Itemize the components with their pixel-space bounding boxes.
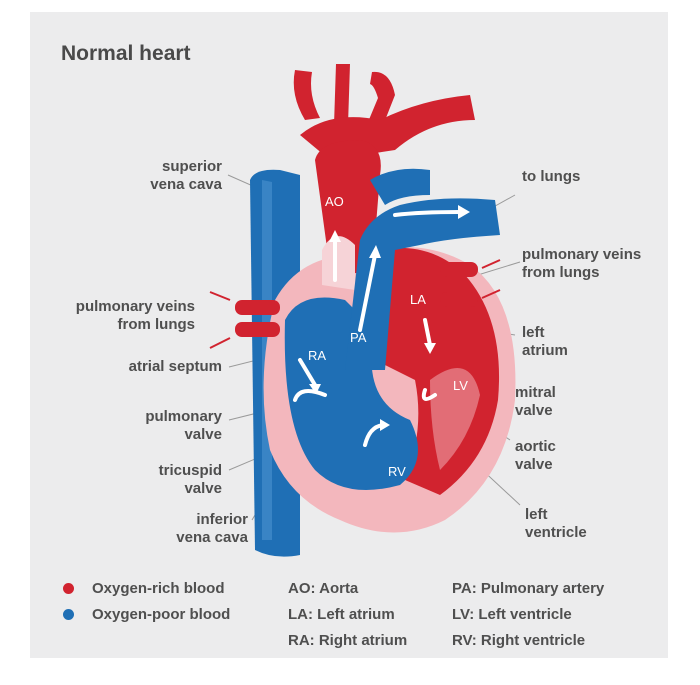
- label-atrial-septum: atrial septum: [70, 358, 222, 376]
- legend-rich-dot: [63, 583, 74, 594]
- legend-abbr-ra: RA: Right atrium: [288, 632, 407, 649]
- label-to-lungs: to lungs: [522, 168, 580, 186]
- legend-rich-label: Oxygen-rich blood: [92, 580, 225, 597]
- chamber-ra-label: RA: [308, 348, 326, 363]
- legend-abbr-la: LA: Left atrium: [288, 606, 395, 623]
- chamber-ao-label: AO: [325, 194, 344, 209]
- chamber-la-label: LA: [410, 292, 426, 307]
- chamber-rv-label: RV: [388, 464, 406, 479]
- chamber-pa-label: PA: [350, 330, 366, 345]
- legend-abbr-ao: AO: Aorta: [288, 580, 358, 597]
- legend-poor-label: Oxygen-poor blood: [92, 606, 230, 623]
- legend-abbr-lv: LV: Left ventricle: [452, 606, 572, 623]
- legend-abbr-pa: PA: Pulmonary artery: [452, 580, 604, 597]
- aorta-branches: [294, 64, 475, 160]
- chamber-lv-label: LV: [453, 378, 468, 393]
- legend-abbr-rv: RV: Right ventricle: [452, 632, 585, 649]
- legend-poor-dot: [63, 609, 74, 620]
